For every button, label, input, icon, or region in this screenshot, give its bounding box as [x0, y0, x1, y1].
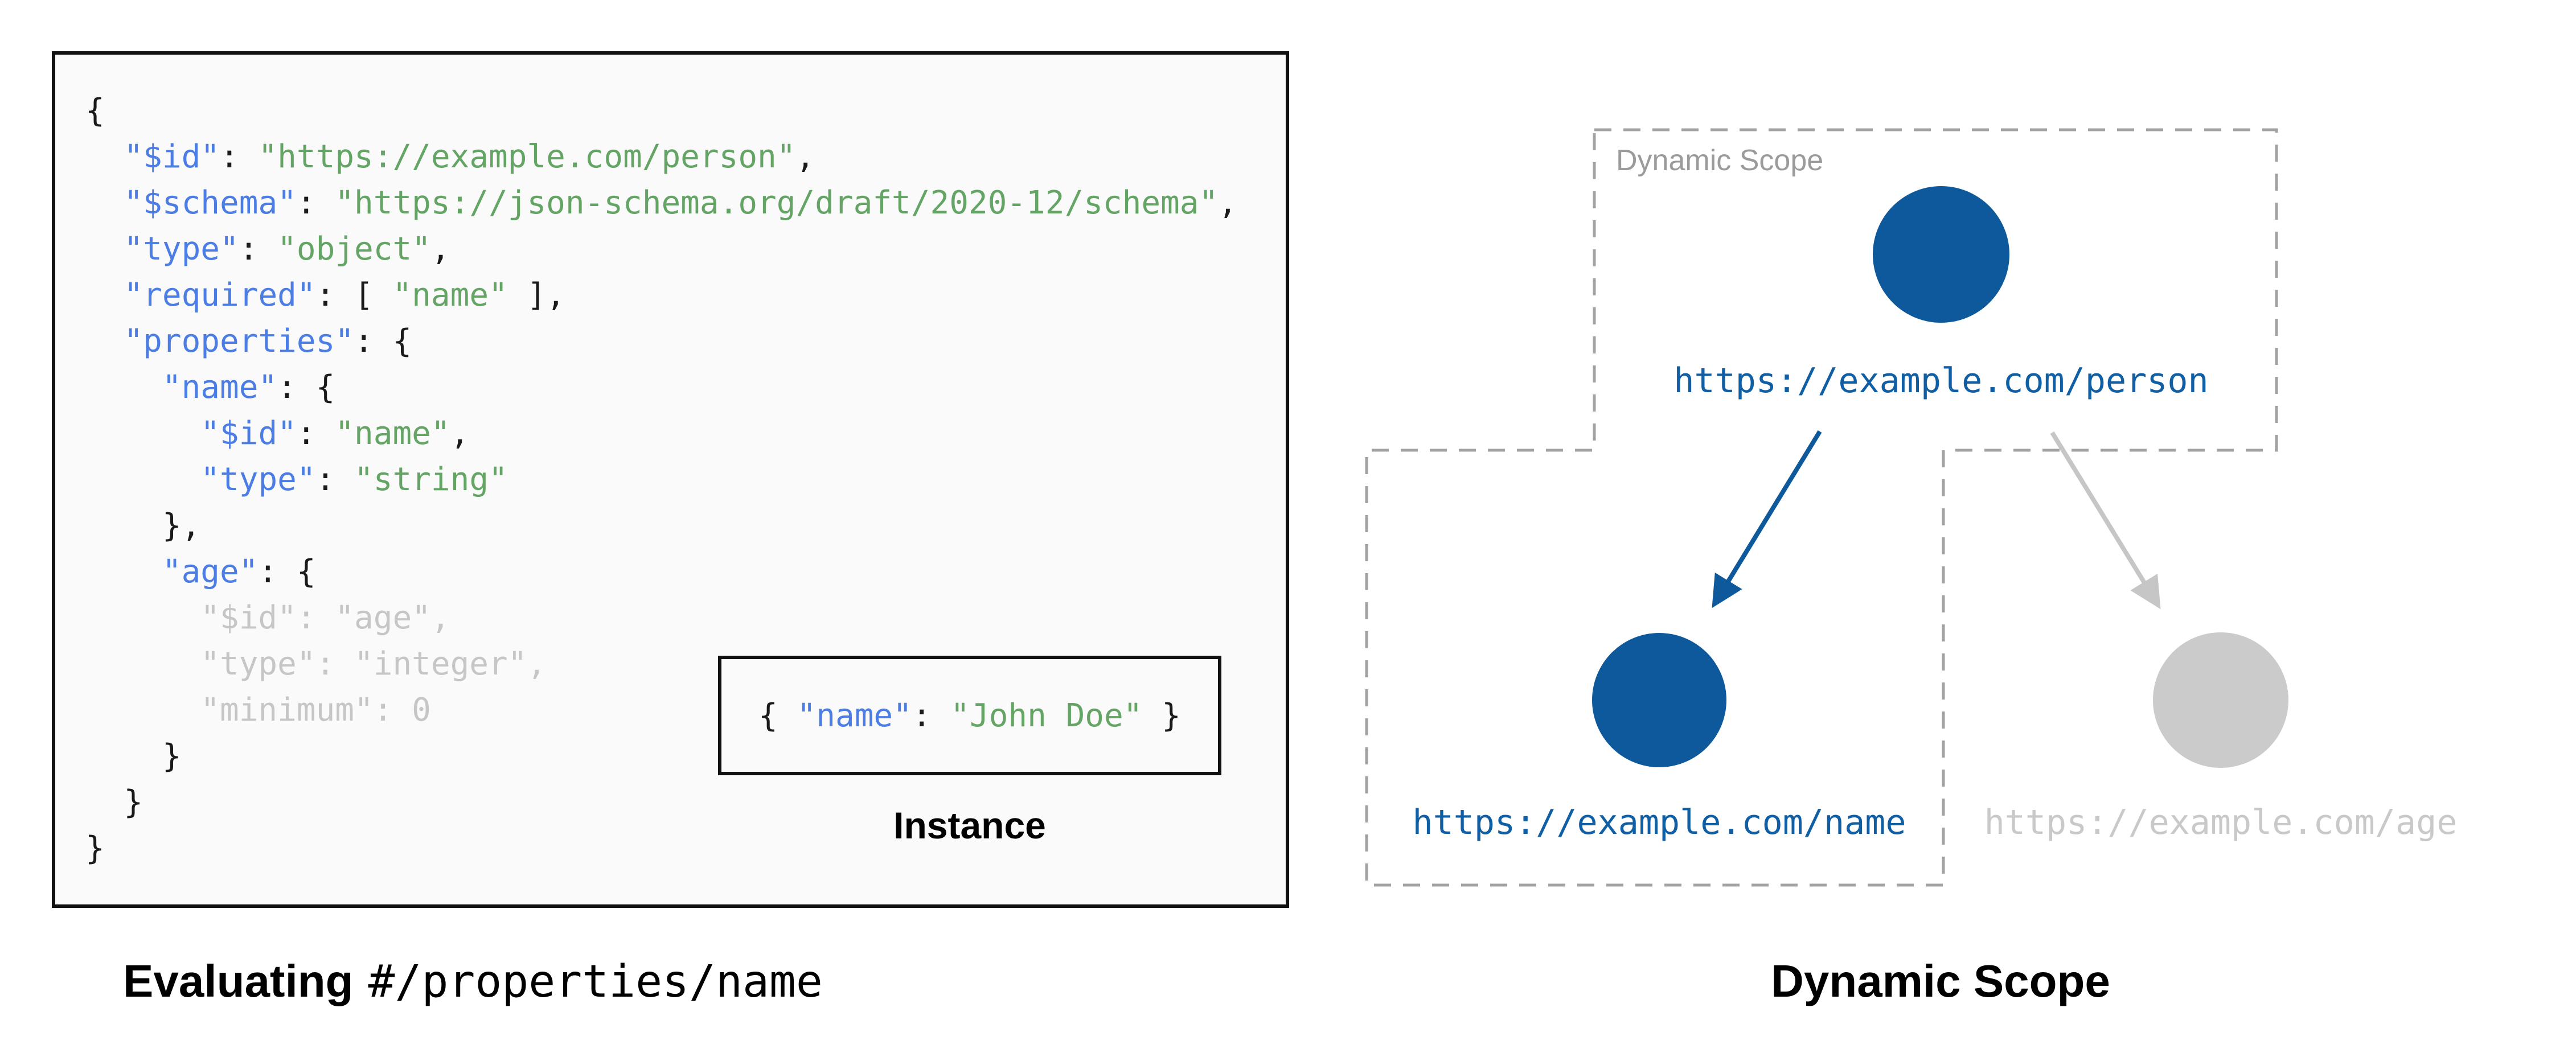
instance-label: Instance: [893, 804, 1046, 846]
age-node-label: https://example.com/age: [1984, 803, 2458, 842]
code-line: "$id": "name",: [85, 410, 1237, 456]
code-token: "required": [124, 277, 316, 314]
left-caption-pointer: #/properties/name: [368, 956, 823, 1007]
code-token: "$schema": [124, 184, 297, 221]
code-line: "age": {: [85, 549, 1237, 595]
code-token: {: [85, 92, 105, 129]
code-token: "https://example.com/person": [258, 138, 796, 175]
code-token: ,: [1218, 184, 1237, 221]
left-caption: Evaluating #/properties/name: [123, 955, 823, 1007]
code-token: ,: [430, 231, 450, 268]
code-token: "John Doe": [950, 697, 1143, 734]
code-token: "name": [162, 369, 278, 406]
code-token: ],: [507, 277, 565, 314]
code-token: "name": [392, 277, 508, 314]
code-token: : [: [315, 277, 393, 314]
edge-person-to-name: [1712, 430, 1822, 608]
code-token: : {: [354, 323, 412, 360]
name-node-label: https://example.com/name: [1412, 803, 1906, 842]
name-node-circle: [1592, 633, 1726, 767]
code-line: "$id": "https://example.com/person",: [85, 134, 1237, 180]
code-line: "type": "integer",: [85, 641, 1237, 687]
code-token: "object": [277, 231, 431, 268]
person-node-circle: [1873, 186, 2009, 323]
edge-person-to-age: [2050, 431, 2161, 610]
right-caption: Dynamic Scope: [1771, 956, 2110, 1006]
code-token: :: [315, 461, 355, 498]
code-token: }: [85, 830, 105, 867]
code-line: {: [85, 88, 1237, 134]
person-node-label: https://example.com/person: [1673, 361, 2209, 401]
code-token: "type": [124, 231, 239, 268]
code-line: "properties": {: [85, 318, 1237, 364]
code-token: "$id": "age",: [85, 599, 450, 636]
code-token: : {: [277, 369, 335, 406]
code-token: "$id": [124, 138, 220, 175]
code-token: "name": [797, 697, 912, 734]
age-node-circle: [2153, 632, 2288, 768]
code-token: "https://json-schema.org/draft/2020-12/s…: [335, 184, 1219, 221]
code-token: "minimum": 0: [85, 692, 431, 729]
code-token: :: [296, 184, 335, 221]
code-line: "type": "object",: [85, 226, 1237, 272]
code-token: },: [85, 507, 201, 544]
code-line: },: [85, 503, 1237, 549]
code-token: ,: [450, 415, 470, 452]
code-token: :: [912, 697, 951, 734]
schema-code: { "$id": "https://example.com/person", "…: [85, 88, 1237, 871]
code-token: :: [296, 415, 335, 452]
code-line: "required": [ "name" ],: [85, 272, 1237, 318]
code-line: "type": "string": [85, 456, 1237, 503]
code-token: ,: [795, 138, 815, 175]
code-token: }: [85, 784, 143, 821]
code-token: :: [239, 231, 278, 268]
code-line: "name": {: [85, 364, 1237, 410]
code-line: "minimum": 0: [85, 687, 1237, 733]
code-token: "type": [200, 461, 316, 498]
code-token: "name": [335, 415, 450, 452]
dynamic-scope-outline: [1365, 128, 2278, 887]
dynamic-scope-box-label: Dynamic Scope: [1616, 144, 1824, 177]
code-line: }: [85, 733, 1237, 779]
code-token: "type": "integer",: [85, 645, 547, 682]
code-token: : {: [258, 553, 316, 590]
code-token: "age": [162, 553, 259, 590]
code-token: "$id": [200, 415, 297, 452]
code-line: }: [85, 779, 1237, 825]
code-line: }: [85, 825, 1237, 871]
code-token: "properties": [124, 323, 355, 360]
code-token: :: [220, 138, 259, 175]
code-line: "$id": "age",: [85, 595, 1237, 641]
code-token: }: [85, 738, 182, 775]
code-token: {: [758, 697, 797, 734]
instance-box: { "name": "John Doe" }: [718, 656, 1221, 775]
left-caption-keyword: Evaluating: [123, 956, 354, 1006]
code-line: "$schema": "https://json-schema.org/draf…: [85, 180, 1237, 226]
code-token: "string": [354, 461, 508, 498]
instance-code: { "name": "John Doe" }: [758, 697, 1181, 734]
schema-panel: { "$id": "https://example.com/person", "…: [52, 51, 1289, 908]
code-token: }: [1142, 697, 1181, 734]
